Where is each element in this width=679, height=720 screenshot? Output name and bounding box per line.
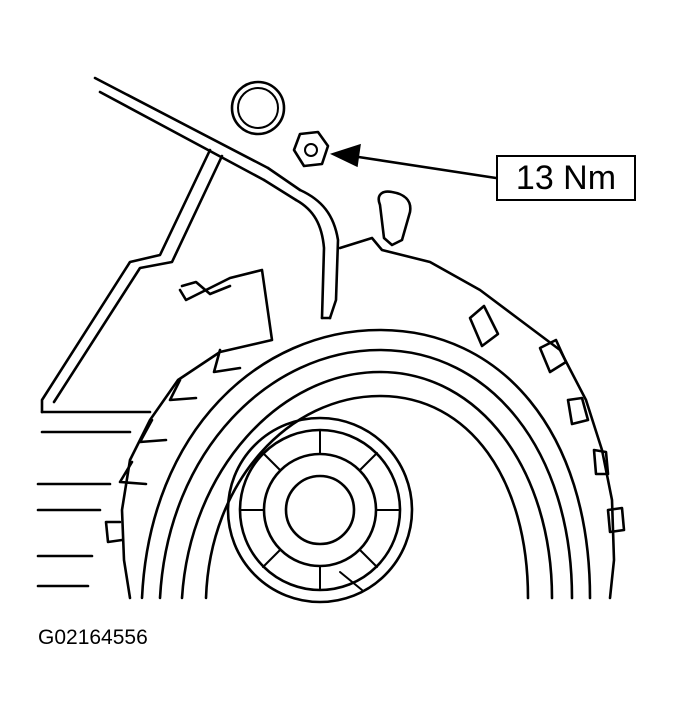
upper-bracket (93, 76, 340, 320)
top-tab (377, 190, 412, 247)
outer-fin-ring (104, 236, 626, 600)
bolt-icon (292, 130, 330, 168)
housing-outline (36, 148, 224, 588)
circular-plug (230, 80, 286, 136)
torque-callout-box: 13 Nm (496, 155, 636, 201)
figure-id-label: G02164556 (38, 626, 148, 649)
callout-leader-arrow (329, 143, 498, 180)
torque-value-label: 13 Nm (515, 159, 617, 197)
rotor-assembly (140, 328, 592, 604)
